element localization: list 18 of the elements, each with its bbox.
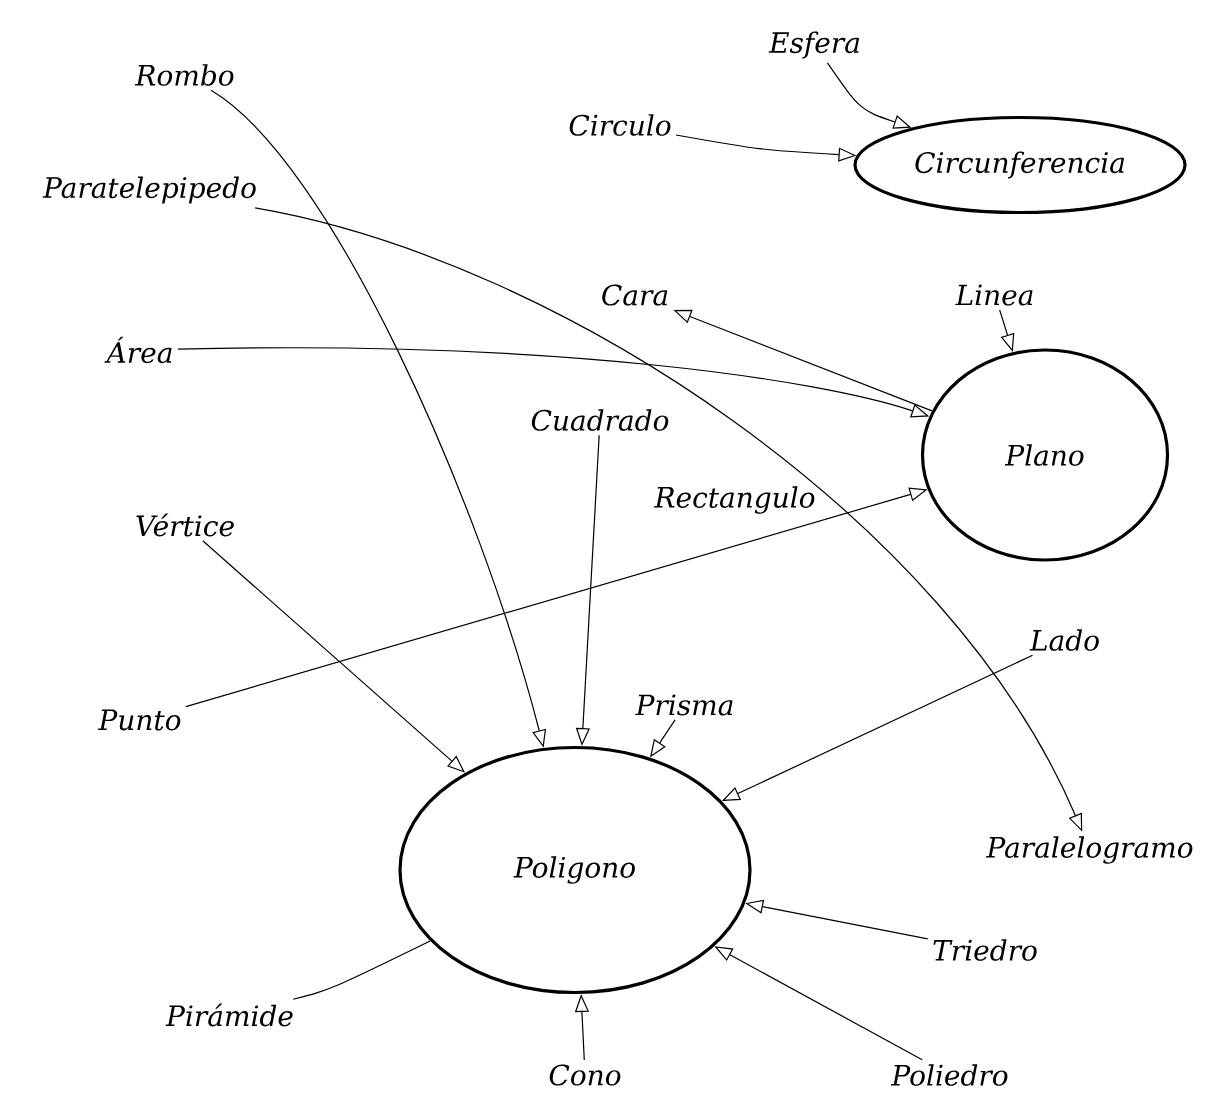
concept-label: Circulo: [569, 114, 671, 136]
concept-label: Rombo: [134, 64, 234, 86]
concept-label: Cara: [602, 284, 668, 306]
concept-label: Rectangulo: [654, 486, 815, 514]
concept-label: Cono: [549, 1064, 621, 1086]
concept-label: Triedro: [933, 939, 1037, 961]
concept-label: Paratelepipedo: [42, 176, 256, 204]
concept-label: Vértice: [136, 513, 234, 537]
concept-label: Área: [104, 336, 172, 364]
concept-label: Cuadrado: [531, 409, 669, 431]
concept-label: Lado: [1029, 629, 1099, 651]
concept-label: Prisma: [635, 694, 733, 716]
concept-label: Poliedro: [890, 1064, 1008, 1086]
concept-label: Linea: [955, 284, 1033, 306]
concept-label: Esfera: [768, 31, 860, 59]
concept-label: Paralelogramo: [986, 836, 1193, 864]
concept-label: Punto: [98, 709, 181, 731]
concept-label: Pirámide: [165, 1003, 293, 1027]
